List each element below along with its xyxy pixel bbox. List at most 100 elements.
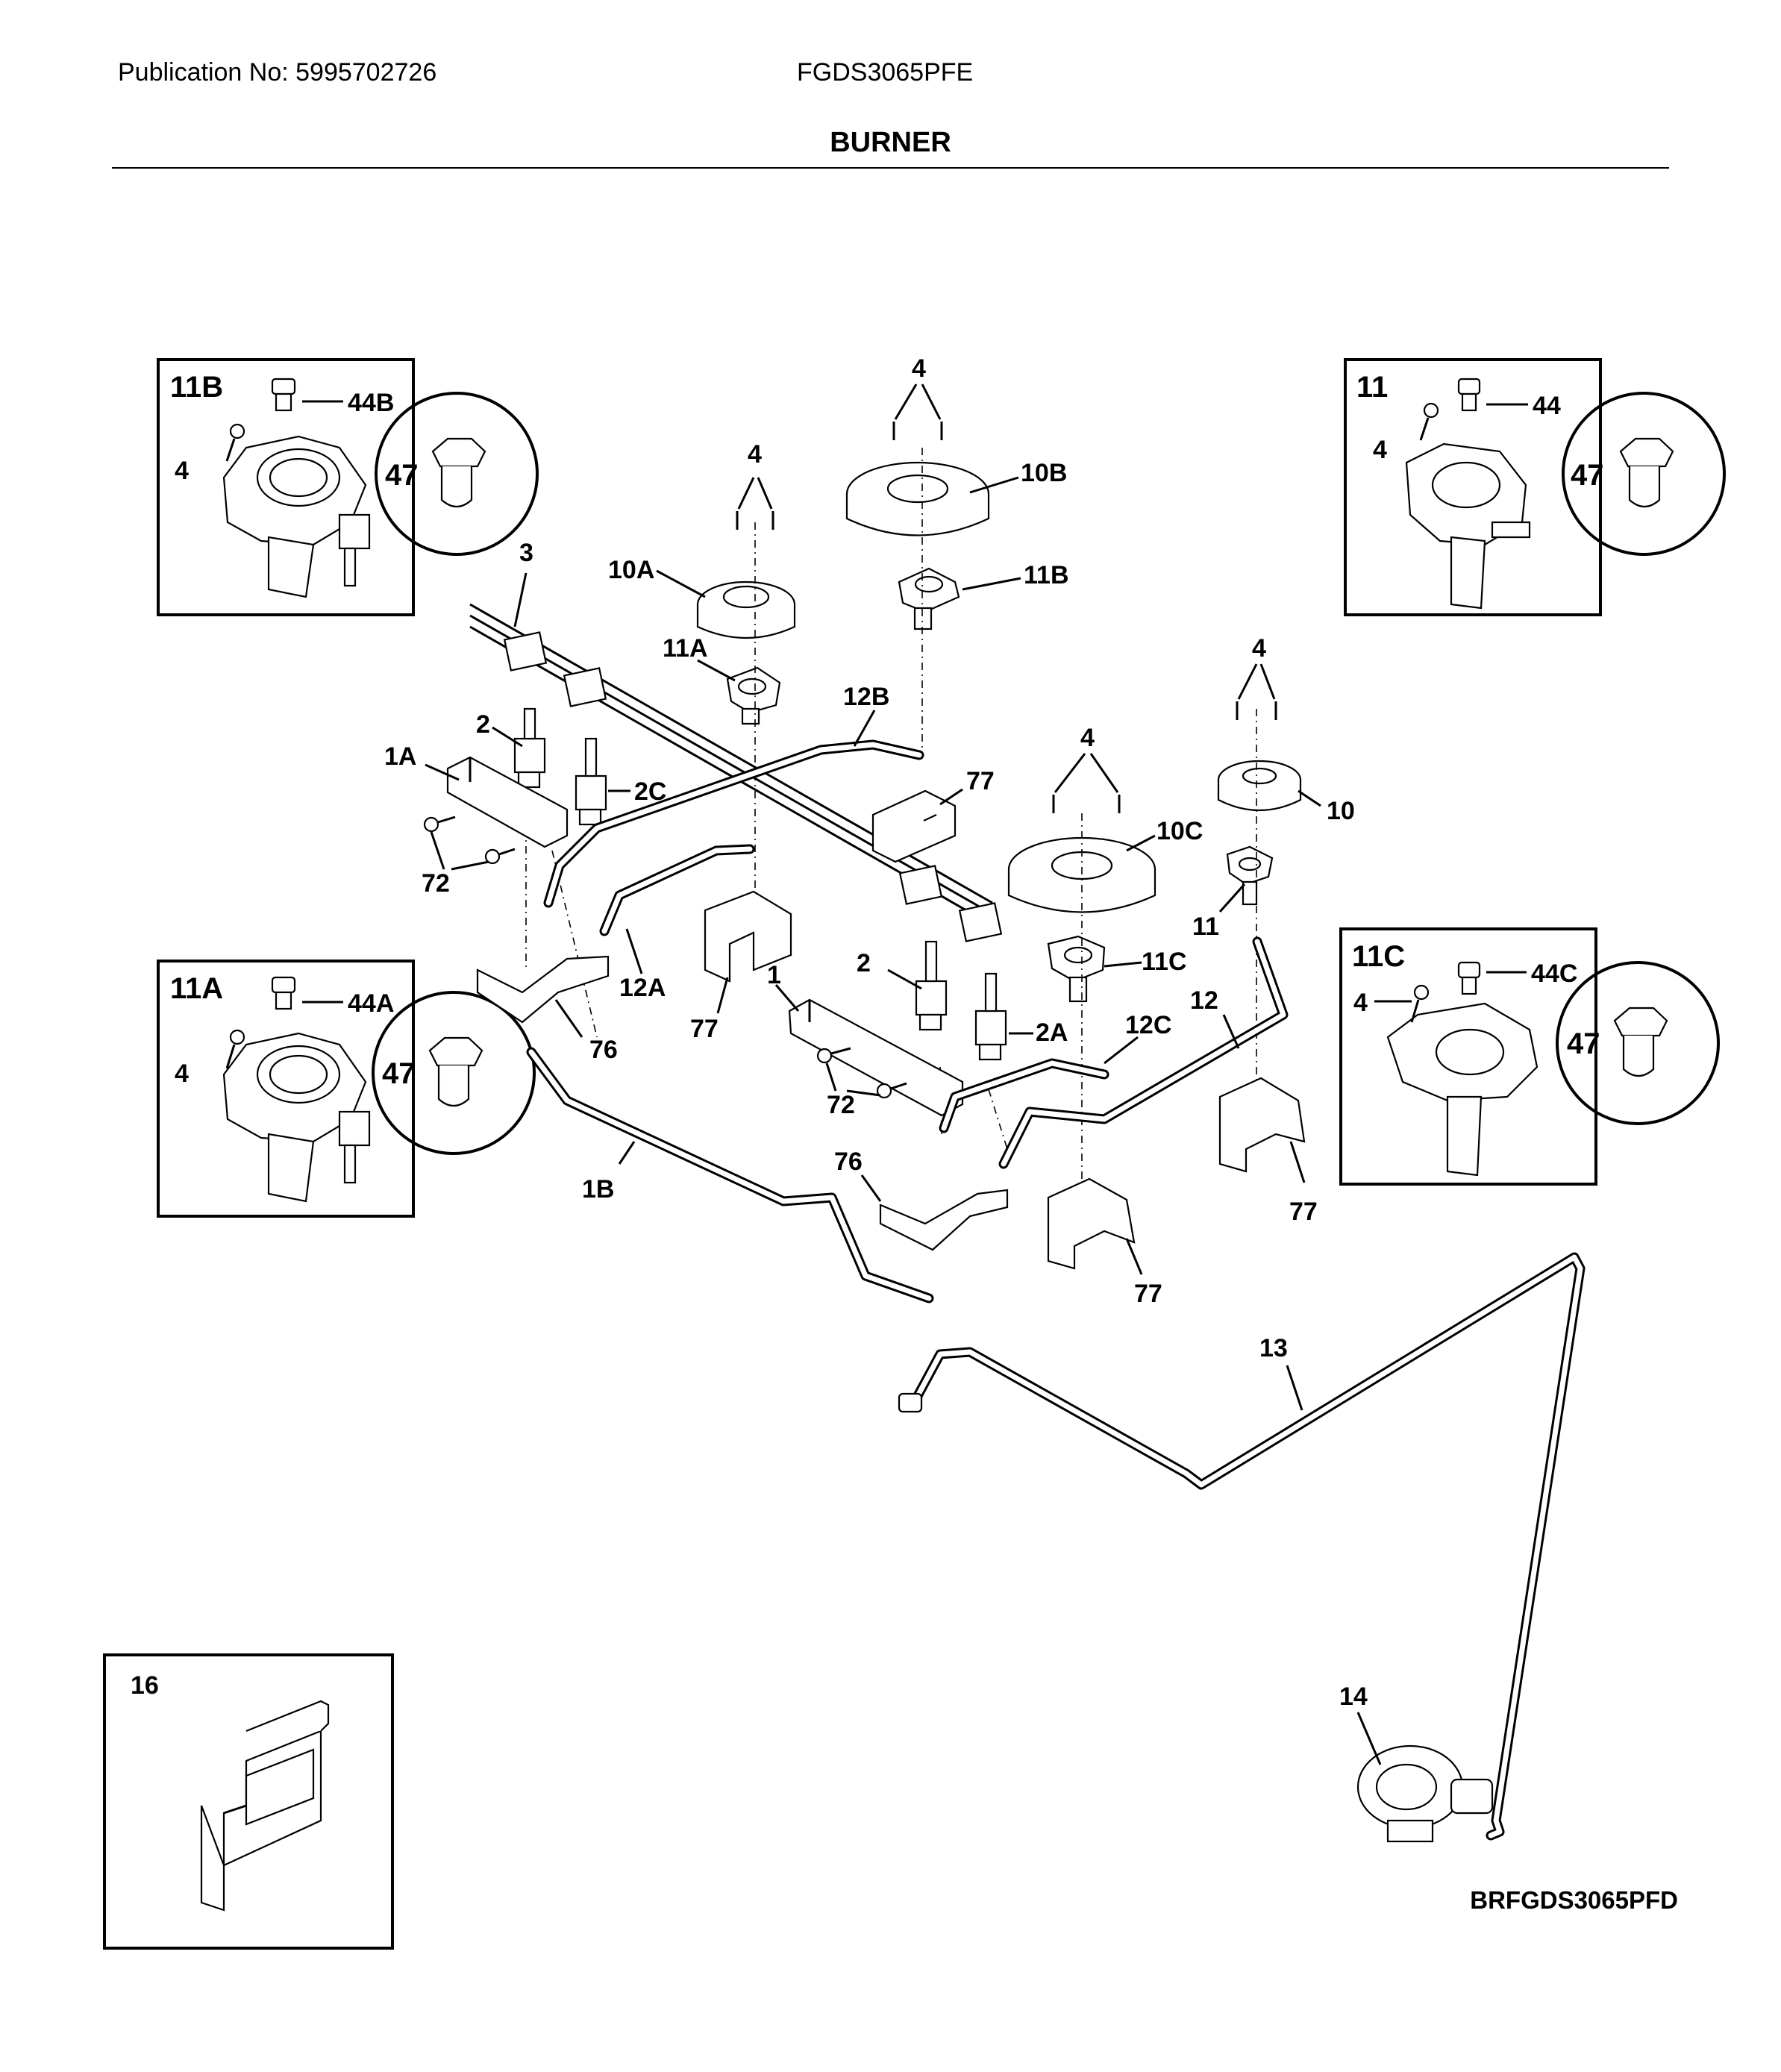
callout-11c: 11C [1142,948,1187,976]
screws-10 [1236,663,1277,720]
valve-2c [575,737,607,826]
callout-12: 12 [1190,986,1218,1015]
manifold-1 [788,998,964,1117]
tube-12b [543,739,924,908]
callout-13: 13 [1259,1334,1288,1362]
inset-11a-frame [157,960,415,1218]
callout-2-left: 2 [476,710,490,739]
callout-1b: 1B [582,1175,614,1204]
callout-10c: 10C [1156,817,1203,845]
callout-77-d: 77 [1289,1198,1318,1226]
inset-11-frame [1344,358,1602,616]
burner-base-11a [726,666,781,725]
callout-12a: 12A [619,974,666,1002]
valve-2-left [513,707,546,789]
inset-11c-title: 11C [1352,940,1405,973]
burner-cap-10a [696,580,796,639]
inset-11c-frame [1339,927,1597,1186]
bracket-77-b [704,890,792,983]
callout-76-left: 76 [589,1036,618,1064]
publication-number: Publication No: 5995702726 [118,58,437,87]
callout-3: 3 [519,539,533,567]
inset-11b-title: 11B [170,371,223,404]
inset-16: 16 [103,1653,394,1950]
inset-11c-circle-label: 47 [1567,1027,1600,1060]
inset-11c-detail-circle [1556,961,1720,1125]
callout-2-center: 2 [857,949,871,977]
burner-base-drawing [222,1032,371,1203]
callout-12c: 12C [1125,1011,1171,1039]
bracket-77-d [1218,1077,1306,1173]
orifice-44-drawing [1457,378,1481,412]
header-divider [112,167,1669,169]
callout-4-burner-10a: 4 [748,440,762,469]
burner-base-11c [1047,935,1106,1003]
inset-11-circle-label: 47 [1571,459,1604,492]
screw-drawing [225,423,245,462]
burner-base-drawing [1386,1002,1539,1177]
screws-10a [736,477,774,530]
inset-11-detail-circle [1562,392,1726,556]
valve-2a [974,972,1007,1061]
inset-11-screw-label: 4 [1373,436,1387,464]
manifold-1a [446,756,569,848]
tube-1b [526,1047,934,1303]
callout-1: 1 [767,961,781,989]
callout-77-b: 77 [690,1015,719,1043]
callout-77-c: 77 [1134,1280,1162,1308]
callout-10b: 10B [1021,459,1067,487]
callout-72-center: 72 [827,1091,855,1119]
inset-11c-orifice-label: 44C [1531,960,1577,988]
inset-11: 11 44 4 47 [1344,358,1726,616]
callout-4-burner-10c: 4 [1080,724,1095,752]
bracket-77-a [871,789,957,863]
orifice-44b-drawing [271,378,296,412]
callout-10: 10 [1327,797,1355,825]
inset-11b-detail-circle [375,392,539,556]
callout-2a: 2A [1036,1018,1068,1047]
callout-77-a: 77 [966,767,995,795]
tube-12 [998,936,1289,1169]
screws-10b [892,384,943,440]
bracket-76-center [879,1189,1009,1251]
orifice-44a-drawing [271,976,296,1010]
callout-76-center: 76 [834,1148,863,1176]
burner-cap-10c [1007,836,1156,913]
callout-72-left: 72 [422,869,450,898]
orifice-44c-drawing [1457,961,1481,995]
orifice-47-drawing [428,1036,483,1107]
inset-11-title: 11 [1356,371,1388,404]
inset-11a-detail-circle [372,991,536,1155]
burner-base-drawing [222,435,371,598]
bracket-76-left [476,955,610,1024]
inset-11b-screw-label: 4 [175,457,189,485]
callout-4-burner-10: 4 [1252,634,1266,663]
model-number: FGDS3065PFE [797,58,974,87]
inset-11b: 11B 44B 4 47 [157,358,539,616]
bracket-77-c [1047,1177,1136,1270]
inset-11c: 11C 44C 4 47 [1339,927,1720,1186]
burner-base-drawing [1405,442,1531,610]
burner-base-11b [898,567,960,630]
shield-bracket-drawing [200,1700,330,1912]
callout-11b: 11B [1024,561,1069,589]
callout-11a: 11A [663,634,708,663]
inset-11b-frame [157,358,415,616]
inset-11a-title: 11A [170,972,223,1005]
inset-11a-screw-label: 4 [175,1060,189,1088]
screw-drawing [1374,984,1430,1023]
inset-11a-circle-label: 47 [382,1057,416,1090]
callout-14: 14 [1339,1683,1368,1711]
screws-10c [1052,753,1121,813]
diagram-code: BRFGDS3065PFD [1470,1886,1678,1914]
callout-10a: 10A [608,556,654,584]
tube-12c [939,1058,1109,1133]
valve-2-center [915,940,948,1031]
screws-72-left [423,816,516,871]
burner-cap-10 [1217,760,1302,811]
inset-11a: 11A 44A 4 47 [157,960,536,1218]
callout-1a: 1A [384,742,416,771]
pressure-regulator-14 [1356,1744,1494,1843]
inset-11a-orifice-label: 44A [348,989,394,1018]
